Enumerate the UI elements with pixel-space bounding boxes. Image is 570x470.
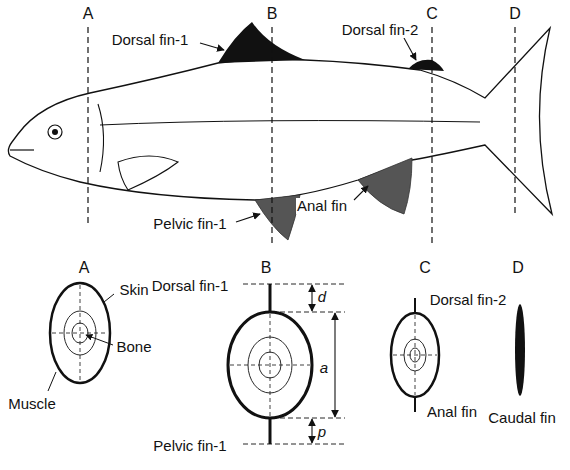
- fin-label: Pelvic fin-1: [152, 438, 227, 455]
- section-letter: B: [260, 259, 273, 277]
- fin-label: Anal fin: [426, 404, 478, 421]
- fin-label: Dorsal fin-1: [151, 278, 230, 295]
- fin-label: Dorsal fin-2: [341, 22, 420, 39]
- section-letter: C: [418, 259, 432, 277]
- section-letter: D: [508, 5, 522, 23]
- fin-label: Caudal fin: [487, 410, 557, 427]
- anal-fin: [358, 158, 412, 214]
- part-label: Muscle: [7, 396, 57, 413]
- section-letter: A: [82, 5, 95, 23]
- section-a: [48, 283, 114, 391]
- section-c: [391, 298, 439, 412]
- eye: [48, 125, 62, 139]
- section-letter: A: [78, 259, 91, 277]
- fin-label: Anal fin: [296, 198, 348, 215]
- leader-lines: [200, 38, 416, 222]
- part-label: Skin: [118, 282, 149, 299]
- dimension-label: d: [317, 289, 327, 306]
- pelvic-fin: [255, 195, 300, 240]
- pupil: [52, 129, 58, 135]
- section-letter: C: [425, 5, 439, 23]
- section-letter: B: [266, 5, 279, 23]
- fin-label: Dorsal fin-1: [111, 32, 190, 49]
- section-lines: [88, 27, 515, 246]
- dorsal-fin-1: [218, 22, 305, 63]
- part-label: Bone: [115, 339, 152, 356]
- pectoral-fin: [118, 156, 178, 190]
- section-letter: D: [511, 259, 525, 277]
- gill-line: [98, 104, 104, 172]
- dimension-label: a: [319, 360, 329, 377]
- dorsal-fin-2: [408, 60, 444, 71]
- mouth: [10, 149, 34, 150]
- section-d: [515, 304, 525, 396]
- fin-label: Dorsal fin-2: [429, 292, 508, 309]
- lateral-line: [100, 121, 480, 125]
- section-b: [228, 284, 345, 444]
- dimension-label: p: [317, 424, 327, 441]
- fin-label: Pelvic fin-1: [152, 216, 227, 233]
